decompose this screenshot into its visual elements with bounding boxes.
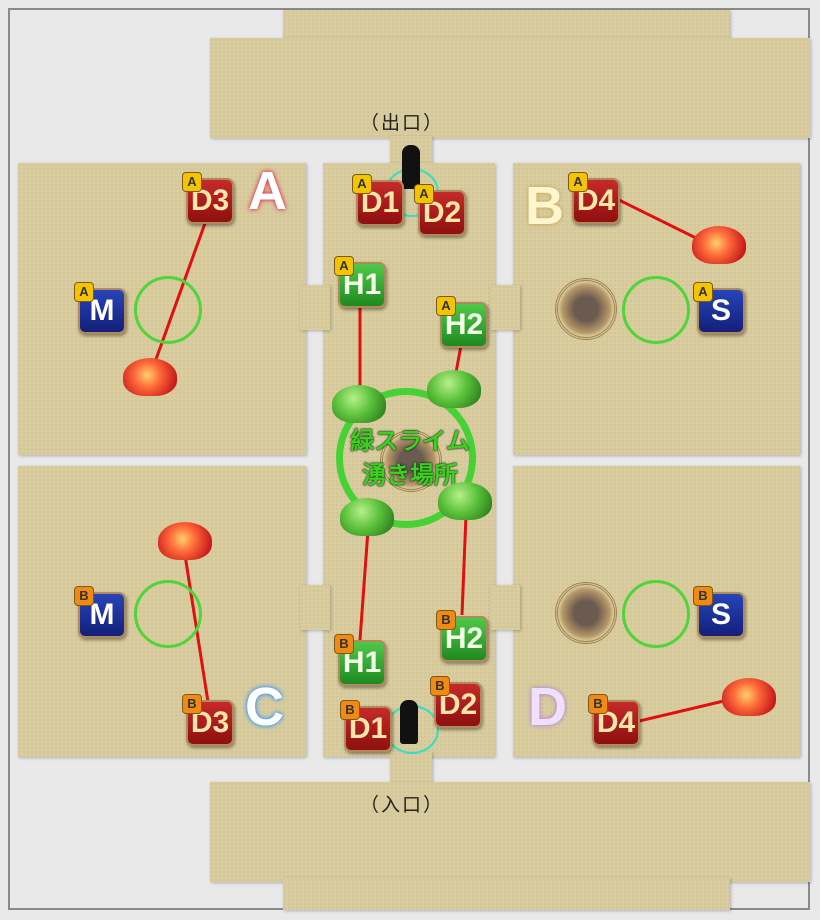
spawn-label: 緑スライム湧き場所 [345, 424, 475, 492]
bridge-top-left [300, 285, 330, 330]
green-slime-icon [340, 498, 394, 536]
red-slime-icon [123, 358, 177, 396]
room-symbol-b: B [525, 176, 564, 236]
group-tag: B [74, 586, 94, 606]
group-tag: B [430, 676, 450, 696]
hero-silhouette-entrance [400, 700, 418, 744]
marker-label: S [710, 294, 731, 327]
group-tag: B [340, 700, 360, 720]
group-tag: B [693, 586, 713, 606]
green-slime-icon [427, 370, 481, 408]
bridge-bottom-left [300, 585, 330, 630]
magic-circle-top-right [555, 278, 617, 340]
group-tag: A [693, 282, 713, 302]
group-tag: A [182, 172, 202, 192]
group-tag: B [588, 694, 608, 714]
group-tag: B [436, 610, 456, 630]
group-tag: B [334, 634, 354, 654]
room-top-left [18, 163, 306, 455]
entrance-connector [390, 752, 432, 786]
entrance-label: （入口） [360, 794, 445, 816]
hero-silhouette-exit [402, 145, 420, 189]
green-slime-icon [438, 482, 492, 520]
group-tag: A [334, 256, 354, 276]
green-slime-icon [332, 385, 386, 423]
room-symbol-c: C [245, 677, 284, 737]
spawn-ring [336, 388, 476, 528]
spot-ring-a-s [622, 276, 690, 344]
group-tag: A [414, 184, 434, 204]
room-symbol-a: A [248, 161, 287, 221]
marker-label: S [710, 598, 731, 631]
spawn-label-line2: 湧き場所 [362, 461, 458, 489]
bridge-top-right [490, 285, 520, 330]
spot-ring-a-m [134, 276, 202, 344]
spot-ring-b-s [622, 580, 690, 648]
bottom-corridor [210, 782, 810, 882]
red-slime-icon [158, 522, 212, 560]
group-tag: A [352, 174, 372, 194]
red-slime-icon [722, 678, 776, 716]
room-symbol-d: D [528, 677, 567, 737]
bridge-bottom-right [490, 585, 520, 630]
exit-label: （出口） [360, 112, 445, 134]
top-corridor [210, 38, 810, 138]
group-tag: B [182, 694, 202, 714]
spot-ring-b-m [134, 580, 202, 648]
group-tag: A [568, 172, 588, 192]
group-tag: A [74, 282, 94, 302]
group-tag: A [436, 296, 456, 316]
bottom-corridor-bump [283, 878, 730, 910]
magic-circle-bottom-right [555, 582, 617, 644]
spawn-label-line1: 緑スライム [350, 427, 470, 455]
red-slime-icon [692, 226, 746, 264]
